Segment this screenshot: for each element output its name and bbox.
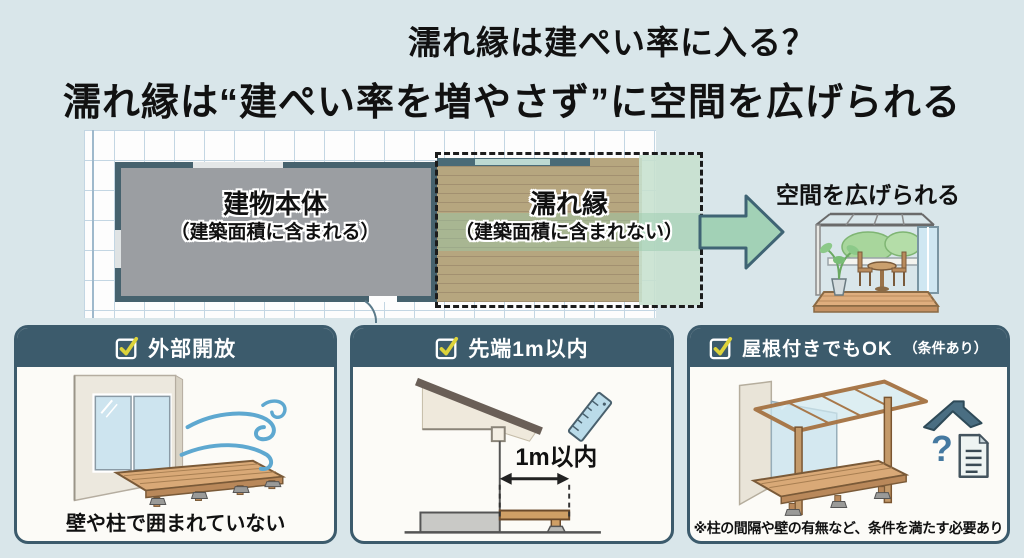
card1-caption: 壁や柱で囲まれていない	[65, 513, 286, 535]
door-opening	[369, 296, 397, 302]
expand-space-label: 空間を広げられる	[776, 182, 960, 208]
deck-window-icon	[475, 159, 550, 165]
card1-title: 外部開放	[148, 337, 237, 361]
nureen-dashed-outline	[435, 152, 703, 308]
checkbox-icon	[115, 336, 139, 359]
eave-measure-illustration: 1m以内	[404, 377, 613, 534]
pergola-illustration: ?	[738, 379, 989, 516]
plan-grid-accent-line	[92, 130, 94, 318]
card3-title-note: （条件あり）	[903, 339, 988, 356]
title-line2: 濡れ縁は“建ぺい率を増やさず”に空間を広げられる	[62, 82, 961, 124]
document-icon	[958, 433, 989, 478]
title-line1: 濡れ縁は建ぺい率に入る？	[408, 24, 816, 61]
nureen-label-sub: （建築面積に含まれない）	[454, 221, 683, 243]
window-top-icon	[191, 162, 285, 168]
expand-zone-overlay	[639, 155, 700, 305]
building-body-area	[115, 162, 437, 302]
expand-arrow-icon	[698, 194, 785, 270]
card2-title: 先端1m以内	[468, 337, 589, 361]
building-label-main: 建物本体	[222, 189, 327, 219]
question-mark-icon: ?	[931, 429, 953, 469]
card2-body: 1m以内	[353, 367, 670, 541]
building-label-sub: （建築面積に含まれる）	[170, 221, 380, 243]
expand-arrow-tail	[438, 213, 700, 251]
card3-caption: ※柱の間隔や壁の有無など、条件を満たす必要あり	[693, 520, 1004, 536]
card3-header: 屋根付きでもOK （条件あり）	[689, 328, 1007, 367]
nureen-label-main: 濡れ縁	[529, 189, 608, 219]
nureen-label: 濡れ縁 （建築面積に含まれない）	[430, 188, 708, 244]
card-open-exterior: 外部開放	[14, 325, 338, 544]
checkbox-icon	[436, 336, 459, 359]
condition-cards: 外部開放	[14, 325, 1010, 544]
card-roof-ok: 屋根付きでもOK （条件あり）	[686, 325, 1010, 544]
deck-wall-strip	[437, 158, 590, 166]
card2-header: 先端1m以内	[353, 328, 671, 367]
card3-title: 屋根付きでもOK	[742, 339, 893, 360]
nureen-deck-area	[437, 158, 642, 302]
building-label: 建物本体 （建築面積に含まれる）	[125, 188, 425, 244]
roof-question-icon	[922, 400, 983, 432]
veranda-illustration	[812, 212, 940, 313]
card-tip-within-1m: 先端1m以内	[350, 325, 674, 544]
page-title: 濡れ縁は建ぺい率に入る？ 濡れ縁は“建ぺい率を増やさず”に空間を広げられる	[0, 16, 1024, 126]
card1-body: 壁や柱で囲まれていない	[17, 367, 334, 541]
window-left-icon	[115, 228, 121, 270]
door-swing-arc-icon	[364, 300, 378, 324]
checkbox-icon	[709, 336, 733, 359]
card1-header: 外部開放	[17, 328, 335, 367]
card3-body: ? ※柱の間隔や壁の有無など、条件を満たす必要あり	[690, 367, 1007, 541]
one-meter-annotation: 1m以内	[516, 444, 598, 471]
open-deck-illustration	[73, 374, 287, 507]
